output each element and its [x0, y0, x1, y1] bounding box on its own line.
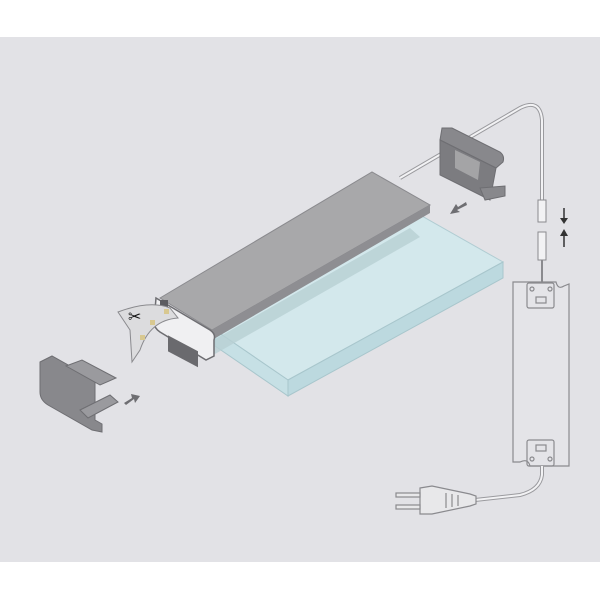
cable-connector [537, 199, 547, 282]
power-plug-icon [395, 485, 477, 515]
aluminium-profile [153, 171, 432, 368]
scissors-icon: ✂ [128, 307, 141, 326]
right-end-cap [439, 127, 506, 201]
power-supply [512, 281, 570, 467]
led-strip [117, 304, 179, 364]
left-end-cap [39, 355, 119, 433]
connect-arrows-icon [560, 208, 568, 247]
arrow-insert-icon [124, 394, 140, 405]
arrow-connect-icon [450, 202, 467, 214]
